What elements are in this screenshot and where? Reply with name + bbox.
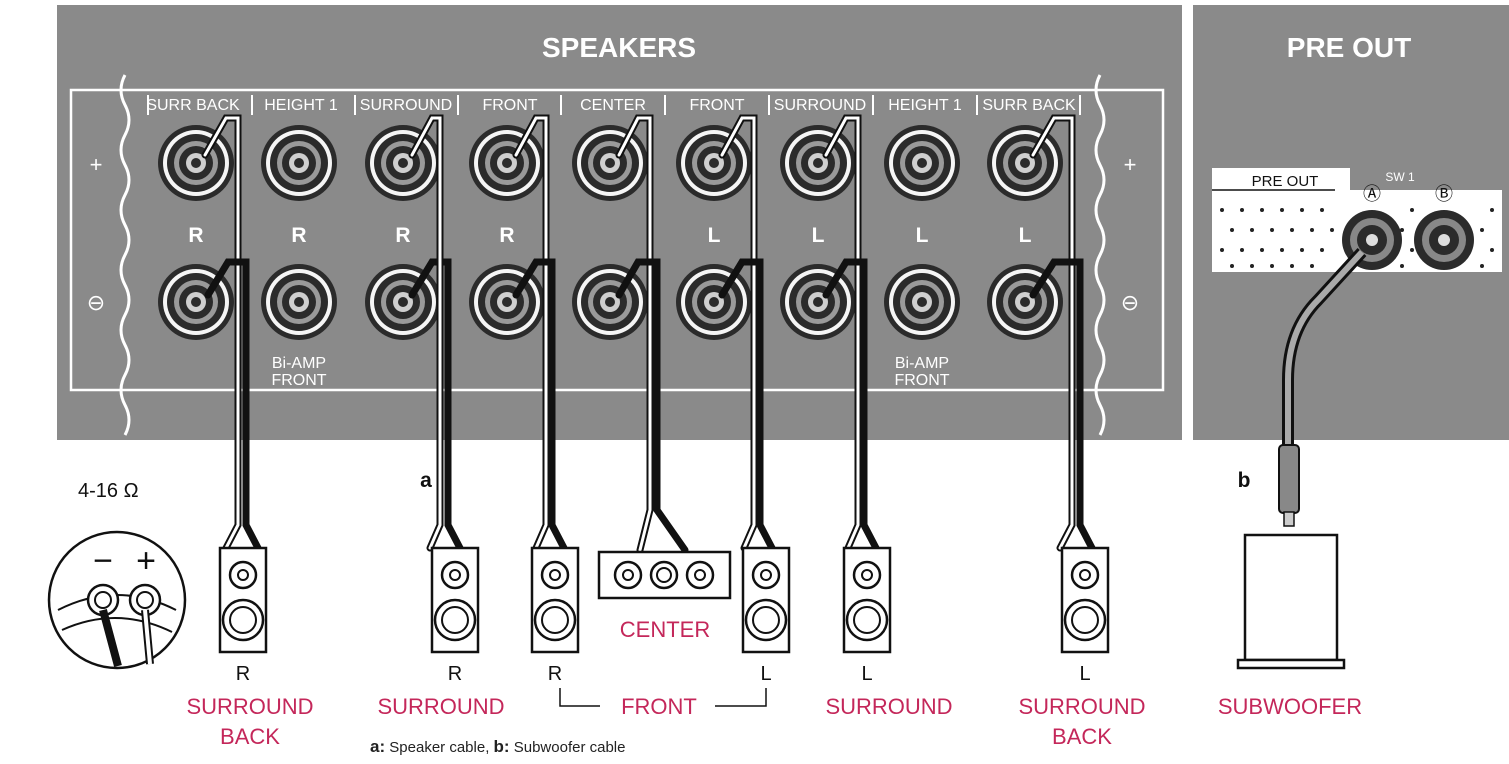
binding-posts-bottom xyxy=(158,264,1063,340)
cut-edge-right xyxy=(1094,74,1106,436)
speaker-surround-l xyxy=(842,546,892,654)
side-label-surround-back-l: L xyxy=(1079,663,1090,685)
speakers-panel xyxy=(57,5,1182,440)
minus-symbol-right: ⊖ xyxy=(1121,290,1139,315)
channel-letter-7: L xyxy=(916,224,929,247)
speaker-cables xyxy=(201,114,1096,554)
speaker-surround-r xyxy=(430,546,480,654)
biamp-label-r-line1: Bi-AMP xyxy=(272,355,326,372)
biamp-label-l-line2: FRONT xyxy=(894,372,949,389)
binding-posts-top xyxy=(158,125,1063,201)
cut-edge-left xyxy=(119,74,131,436)
channel-letter-5: L xyxy=(708,224,721,247)
front-bracket-left xyxy=(559,688,600,707)
side-label-surround-back-r: R xyxy=(236,663,250,685)
jack-a-label: Ⓐ xyxy=(1363,184,1381,204)
impedance-label: 4-16 Ω xyxy=(78,480,139,502)
cable-marker-a: a xyxy=(420,469,432,492)
label-subwoofer: SUBWOOFER xyxy=(1218,694,1362,719)
label-surround-back-r-line1: SURROUND xyxy=(186,694,313,719)
side-label-surround-r: R xyxy=(448,663,462,685)
sw1-label: SW 1 xyxy=(1385,170,1415,184)
group-label-front-l: FRONT xyxy=(689,97,744,114)
plus-symbol-left: + xyxy=(90,152,103,177)
group-label-front-r: FRONT xyxy=(482,97,537,114)
speaker-surround-back-l xyxy=(1060,546,1110,654)
jack-b xyxy=(1414,210,1474,270)
speakers-title: SPEAKERS xyxy=(542,32,696,63)
group-label-surround-l: SURROUND xyxy=(774,97,866,114)
caption-a-text: Speaker cable, xyxy=(385,739,494,756)
group-label-surr-back-l: SURR BACK xyxy=(982,97,1076,114)
channel-letter-4: R xyxy=(499,224,514,247)
front-bracket-right xyxy=(715,688,767,707)
subwoofer xyxy=(1236,533,1346,670)
preout-title: PRE OUT xyxy=(1287,32,1411,63)
polarity-plus: + xyxy=(136,542,156,580)
polarity-minus: − xyxy=(93,542,113,580)
terminal-frame xyxy=(69,88,1165,392)
side-label-surround-l: L xyxy=(861,663,872,685)
label-surround-l: SURROUND xyxy=(825,694,952,719)
channel-letter-3: R xyxy=(395,224,410,247)
caption-b-key: b: xyxy=(493,737,510,756)
biamp-label-r-line2: FRONT xyxy=(271,372,326,389)
biamp-label-l-line1: Bi-AMP xyxy=(895,355,949,372)
channel-letter-2: R xyxy=(291,224,306,247)
group-label-height1-r: HEIGHT 1 xyxy=(264,97,338,114)
group-dividers xyxy=(147,95,1081,115)
strip-dots xyxy=(1220,208,1494,268)
speaker-front-l xyxy=(741,546,791,654)
plus-symbol-right: + xyxy=(1124,152,1137,177)
label-surround-back-r-line2: BACK xyxy=(220,724,280,749)
cable-legend-caption: a: Speaker cable, b: Subwoofer cable xyxy=(370,737,625,757)
speaker-center xyxy=(597,550,732,600)
group-label-surr-back-r: SURR BACK xyxy=(146,97,240,114)
channel-letter-8: L xyxy=(1019,224,1032,247)
label-surround-r: SURROUND xyxy=(377,694,504,719)
group-label-surround-r: SURROUND xyxy=(360,97,452,114)
caption-a-key: a: xyxy=(370,737,386,756)
side-label-front-r: R xyxy=(548,663,562,685)
label-center: CENTER xyxy=(620,617,710,642)
polarity-detail xyxy=(47,530,187,670)
channel-letter-1: R xyxy=(188,224,203,247)
side-label-front-l: L xyxy=(760,663,771,685)
speaker-front-r xyxy=(530,546,580,654)
label-surround-back-l-line2: BACK xyxy=(1052,724,1112,749)
preout-strip-label: PRE OUT xyxy=(1252,173,1319,190)
preout-label-tab xyxy=(1212,168,1350,190)
group-label-center: CENTER xyxy=(580,97,646,114)
caption-b-text: Subwoofer cable xyxy=(509,739,626,756)
minus-symbol-left: ⊖ xyxy=(87,290,105,315)
label-front: FRONT xyxy=(621,694,697,719)
jack-b-label: Ⓑ xyxy=(1435,184,1453,204)
cable-marker-b: b xyxy=(1238,469,1251,492)
subwoofer-cable xyxy=(1278,247,1367,527)
speaker-surround-back-r xyxy=(218,546,268,654)
channel-letter-6: L xyxy=(812,224,825,247)
label-surround-back-l-line1: SURROUND xyxy=(1018,694,1145,719)
group-label-height1-l: HEIGHT 1 xyxy=(888,97,962,114)
